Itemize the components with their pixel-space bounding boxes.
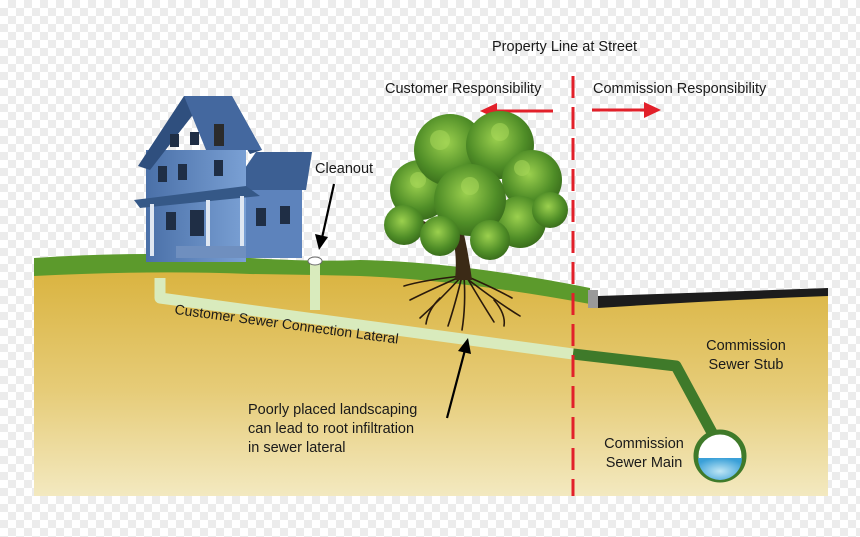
house (134, 96, 312, 262)
cleanout-cap (307, 256, 323, 266)
landscaping-note-line1: Poorly placed landscaping (248, 402, 418, 418)
sewer-stub-label-line2: Sewer Stub (708, 357, 784, 373)
soil (34, 262, 828, 496)
landscaping-pointer (445, 338, 471, 419)
sewer-stub-label-line1: Commission (706, 338, 786, 354)
cleanout-pointer (315, 183, 336, 250)
sewer-main-label-line1: Commission (604, 436, 684, 452)
curb (588, 290, 598, 308)
property-line-label: Property Line at Street (492, 39, 638, 55)
sewer-main-water (698, 458, 742, 480)
street-edge (598, 288, 828, 308)
sewer-main-label-line2: Sewer Main (605, 455, 683, 471)
commission-responsibility-label: Commission Responsibility (593, 81, 767, 97)
landscaping-note-line3: in sewer lateral (248, 440, 346, 456)
customer-responsibility-label: Customer Responsibility (385, 81, 542, 97)
cleanout-label: Cleanout (315, 161, 374, 177)
grass-strip (34, 254, 590, 304)
commission-sewer-stub (572, 348, 721, 443)
lateral-pipe (154, 278, 574, 360)
landscaping-note-line2: can lead to root infiltration (248, 421, 415, 437)
commission-arrow (592, 102, 661, 118)
tree-highlights (410, 123, 530, 195)
